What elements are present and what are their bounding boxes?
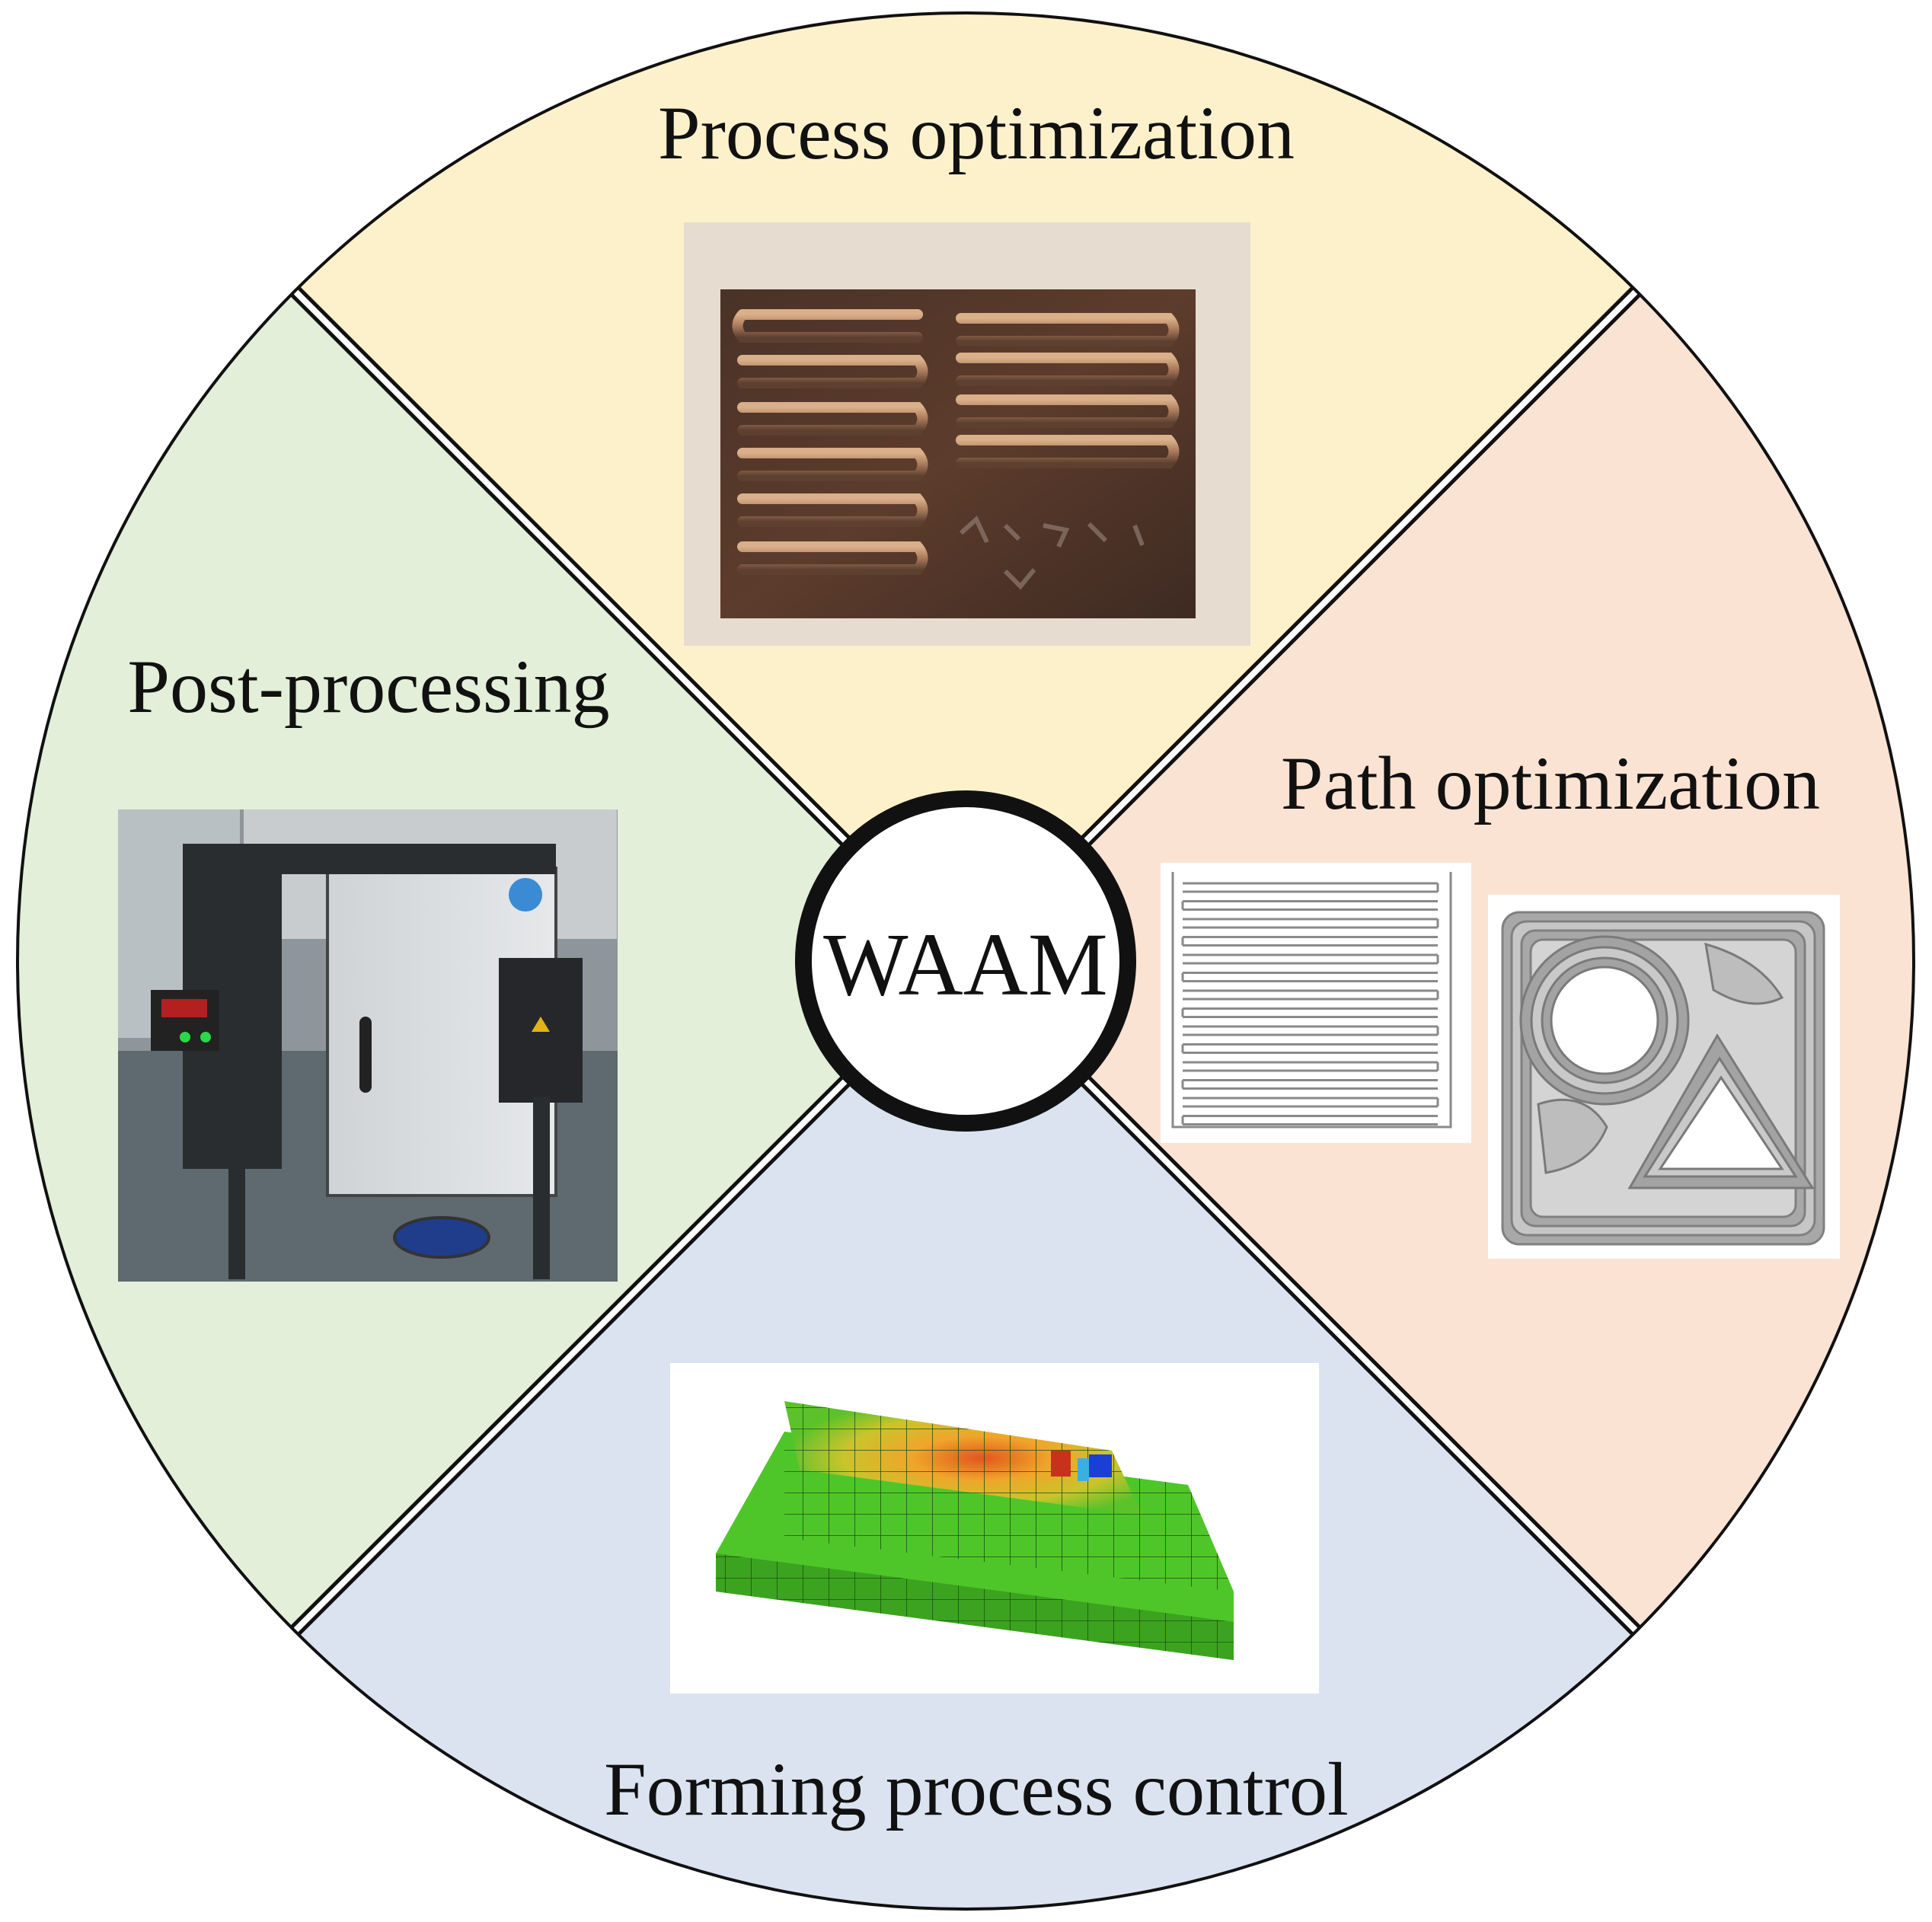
center-label: WAAM (823, 915, 1108, 1014)
process-optimization-label: Process optimization (658, 91, 1295, 175)
path-optimization-label: Path optimization (1281, 741, 1820, 825)
contour-path-image (1488, 895, 1840, 1259)
process-optimization-image (684, 222, 1250, 646)
center-circle (795, 790, 1136, 1132)
forming-process-control-label: Forming process control (604, 1747, 1349, 1831)
outer-circle (16, 11, 1915, 1911)
post-processing-image (118, 809, 618, 1282)
raster-path-image (1161, 863, 1471, 1143)
raster-path-lines (1171, 872, 1452, 1129)
forming-process-control-image (670, 1363, 1319, 1694)
post-processing-label: Post-processing (127, 644, 609, 729)
